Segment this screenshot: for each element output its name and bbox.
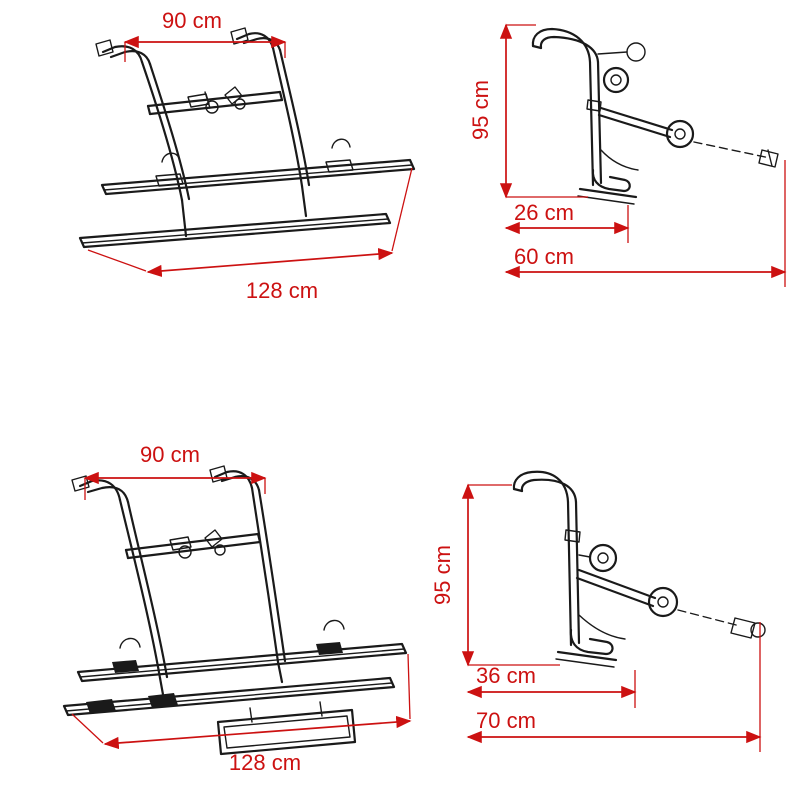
clamp-knob-icon [626,42,646,62]
dimension-width-bottom: 128 cm [87,167,413,303]
dimension-depth-outer: 60 cm [504,160,787,287]
diagram-front-view-top: 90 cm 128 cm [78,8,416,303]
rail-knob-icon [647,586,679,618]
dim-label-height: 95 cm [468,80,493,140]
carrier-side-drawing [531,27,779,205]
wheel-cradle-icon [316,642,343,655]
dim-label-depth-inner: 36 cm [476,663,536,688]
rail-knob-icon [588,543,618,573]
clamp-knob-icon [750,622,766,638]
dimension-depth-inner: 26 cm [504,200,630,243]
strap-icon [586,99,602,112]
dim-label-width-top: 90 cm [140,442,200,467]
dimension-depth-outer: 70 cm [466,622,762,752]
diagram-side-view-bottom: 95 cm 36 cm 70 cm [430,470,766,752]
wall-bracket-icon [95,39,114,57]
dim-label-width-top: 90 cm [162,8,222,33]
wheel-cradle-icon [155,173,184,187]
rail-knob-icon [602,66,630,94]
wheel-cradle-icon [112,660,139,673]
wheel-cradle-icon [86,699,116,714]
wheel-cradle-icon [148,693,178,708]
carrier-side-drawing [512,470,766,668]
carrier-front-drawing [78,27,416,249]
diagram-front-view-bottom: 90 cm 128 cm [62,442,412,775]
strap-icon [204,529,223,548]
carrier-front-drawing [62,465,408,756]
wall-bracket-icon [71,475,90,492]
dim-label-depth-outer: 70 cm [476,708,536,733]
dimension-height: 95 cm [468,23,588,199]
frame-clamp-icon [169,536,192,551]
dim-label-depth-outer: 60 cm [514,244,574,269]
dim-label-height: 95 cm [430,545,455,605]
strap-icon [564,529,581,543]
rail-end-clamp-icon [758,149,779,168]
strap-icon [224,86,243,105]
wheel-cradle-icon [325,159,354,173]
dimension-width-top: 90 cm [83,442,267,500]
dim-label-width-bottom: 128 cm [229,750,301,775]
rail-knob-icon [665,119,695,149]
diagram-side-view-top: 95 cm 26 cm 60 cm [468,23,787,287]
rail-end-clamp-icon [730,617,756,639]
dim-label-width-bottom: 128 cm [246,278,318,303]
dim-label-depth-inner: 26 cm [514,200,574,225]
dimension-width-bottom: 128 cm [71,653,412,775]
dimension-depth-inner: 36 cm [466,663,637,708]
dimension-width-top: 90 cm [123,8,287,62]
dimension-height: 95 cm [430,483,560,667]
